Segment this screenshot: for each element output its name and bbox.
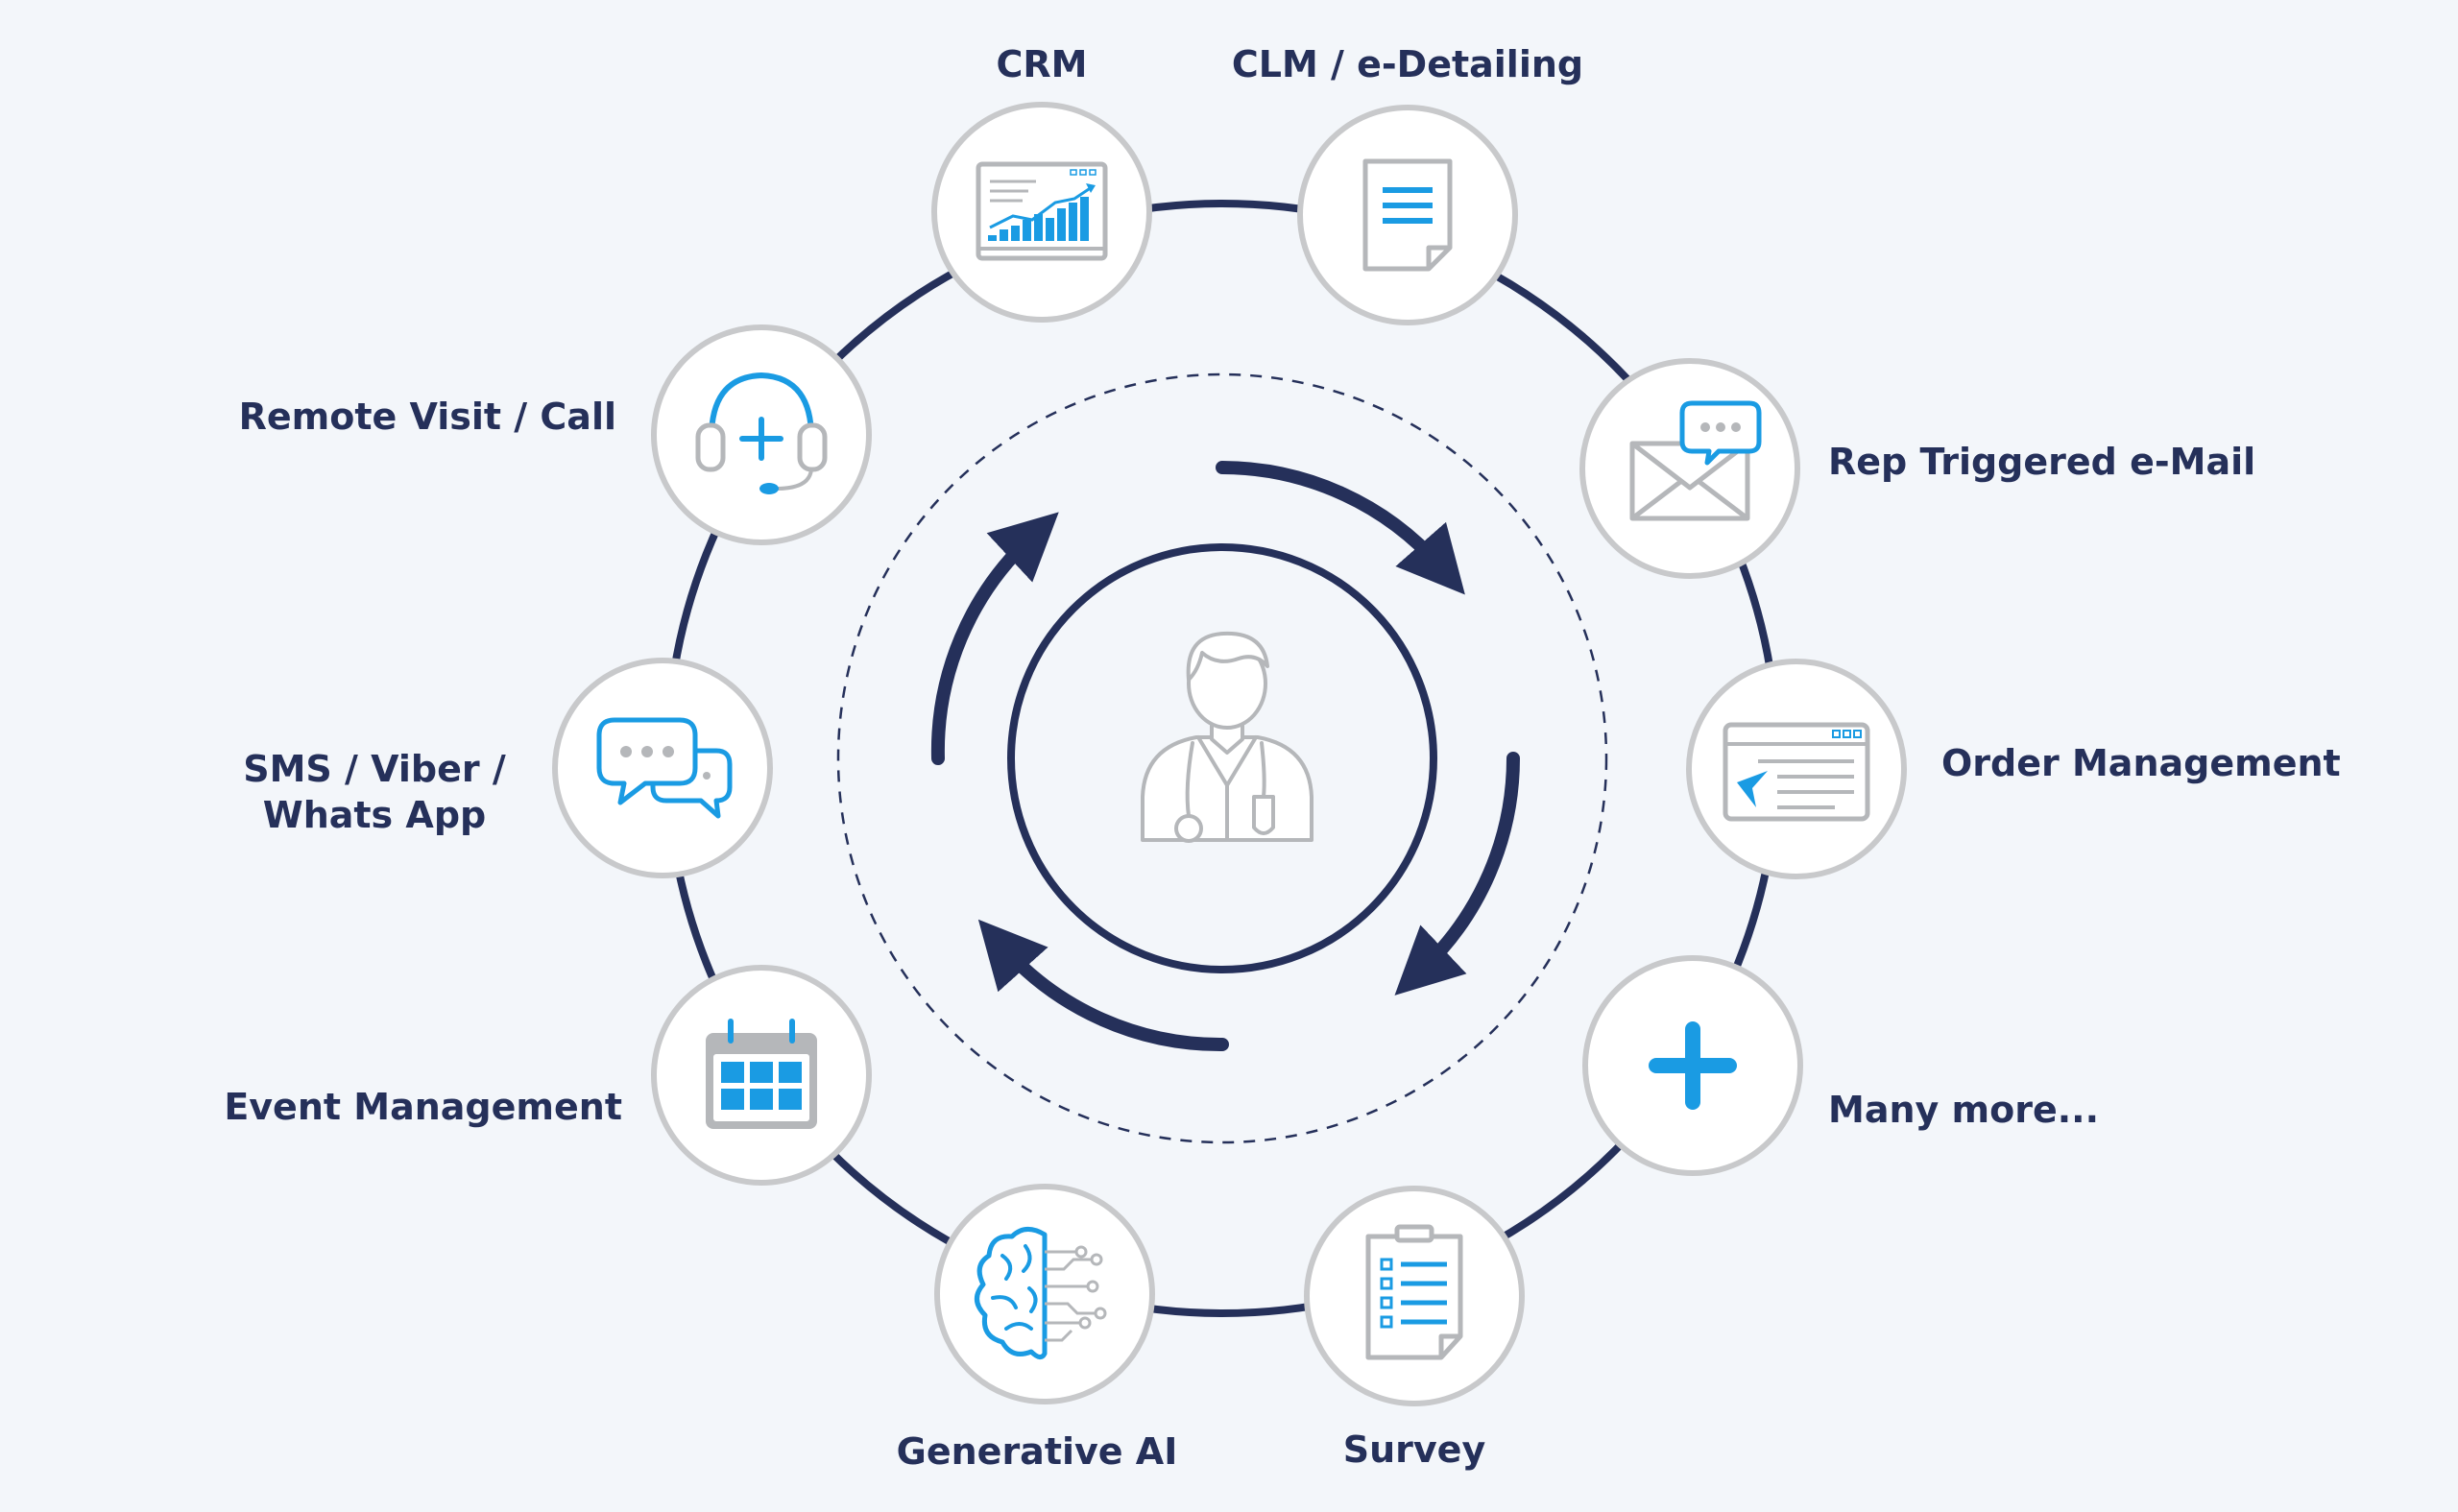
label-clm: CLM / e-Detailing xyxy=(1231,43,1584,85)
chat-bubbles-icon xyxy=(596,717,733,819)
label-sms-line-2: Whats App xyxy=(262,794,487,836)
doctor-icon xyxy=(1141,631,1313,843)
chart-dashboard-icon xyxy=(976,161,1108,261)
plus-icon xyxy=(1649,1021,1737,1110)
label-event: Event Management xyxy=(224,1086,622,1128)
label-sms-line-1: SMS / Viber / xyxy=(243,748,506,790)
browser-cursor-icon xyxy=(1723,722,1870,822)
label-sms: SMS / Viber / Whats App xyxy=(211,746,538,838)
cycle-arrow-bottom xyxy=(977,919,1229,1052)
inner-ring xyxy=(1007,543,1437,973)
label-order: Order Management xyxy=(1941,742,2341,784)
cycle-arrow-left xyxy=(930,512,1059,765)
headset-icon xyxy=(695,372,828,494)
label-email: Rep Triggered e-Mail xyxy=(1828,441,2256,483)
cycle-arrow-right xyxy=(1394,752,1520,996)
dashed-ring xyxy=(836,372,1608,1144)
envelope-chat-icon xyxy=(1629,400,1762,521)
label-survey: Survey xyxy=(1342,1428,1486,1471)
label-more: Many more... xyxy=(1828,1089,2100,1131)
document-icon xyxy=(1362,158,1453,272)
label-remote: Remote Visit / Call xyxy=(238,396,616,438)
clipboard-checklist-icon xyxy=(1365,1224,1463,1360)
calendar-icon xyxy=(706,1019,817,1129)
label-crm: CRM xyxy=(996,43,1088,85)
cycle-arrow-top xyxy=(1216,461,1465,595)
brain-circuit-icon xyxy=(975,1227,1107,1359)
label-genai: Generative AI xyxy=(896,1430,1178,1473)
